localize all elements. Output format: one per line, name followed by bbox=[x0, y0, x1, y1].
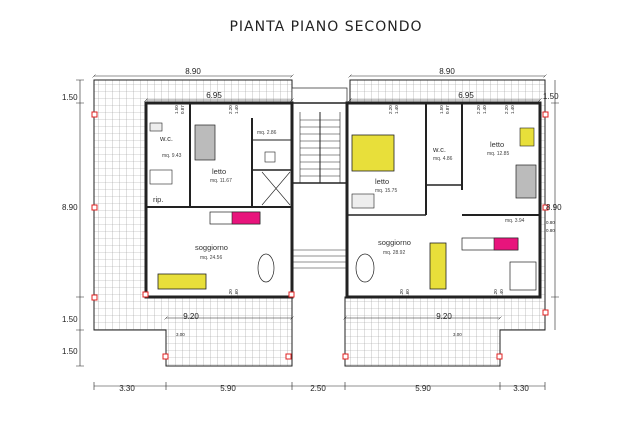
bed-left bbox=[194, 124, 216, 161]
svg-text:1.50: 1.50 bbox=[174, 105, 179, 114]
svg-text:2.20: 2.20 bbox=[493, 289, 498, 298]
sofa-right bbox=[429, 242, 447, 290]
dim-right-mid: 8.90 bbox=[546, 203, 562, 212]
plan-title: PIANTA PIANO SECONDO bbox=[229, 19, 422, 35]
svg-text:1.40: 1.40 bbox=[394, 105, 399, 114]
dim-inner-left: 6.95 bbox=[206, 91, 222, 100]
dimension-lines bbox=[76, 76, 559, 390]
area-wc-left: mq. 9.43 bbox=[162, 153, 182, 159]
dim-left-bottom-a: 1.50 bbox=[62, 315, 78, 324]
area-letto-right: mq. 12.85 bbox=[487, 151, 509, 157]
table-left bbox=[257, 253, 275, 283]
furniture-right bbox=[351, 127, 537, 291]
table-right bbox=[355, 253, 375, 283]
dim-terrace-right: 9.20 bbox=[436, 312, 452, 321]
svg-text:0.87: 0.87 bbox=[445, 105, 450, 114]
window-labels: 1.50 0.87 2.20 1.40 2.20 1.40 1.50 0.87 … bbox=[174, 105, 515, 298]
area-wc-right: mq. 4.86 bbox=[433, 156, 453, 162]
bathtub-left bbox=[149, 169, 173, 185]
dim-right-top: 1.50 bbox=[543, 92, 559, 101]
dim-top-left: 8.90 bbox=[185, 67, 201, 76]
dim-bottom-b: 5.90 bbox=[220, 384, 236, 393]
svg-text:1.40: 1.40 bbox=[482, 105, 487, 114]
dim-top-right: 8.90 bbox=[439, 67, 455, 76]
dim-bottom-d: 5.90 bbox=[415, 384, 431, 393]
dim-terrace-left: 9.20 bbox=[183, 312, 199, 321]
area-letto-main: mq. 15.75 bbox=[375, 188, 397, 194]
staircase bbox=[261, 112, 347, 269]
double-bed bbox=[351, 134, 395, 172]
svg-text:0.87: 0.87 bbox=[180, 105, 185, 114]
room-letto-left: letto bbox=[212, 167, 226, 176]
room-wc-right: w.c. bbox=[432, 145, 446, 154]
svg-text:1.40: 1.40 bbox=[510, 105, 515, 114]
area-soggiorno-left: mq. 24.56 bbox=[200, 255, 222, 261]
room-rip: rip. bbox=[153, 195, 163, 204]
area-small-right: mq. 3.94 bbox=[505, 218, 525, 224]
dim-left-bottom-b: 1.50 bbox=[62, 347, 78, 356]
svg-text:2.20: 2.20 bbox=[504, 105, 509, 114]
room-soggiorno-right: soggiorno bbox=[378, 238, 411, 247]
dim-left-top: 1.50 bbox=[62, 93, 78, 102]
dim-bottom-a: 3.30 bbox=[119, 384, 135, 393]
svg-text:2.20: 2.20 bbox=[399, 289, 404, 298]
svg-text:1.40: 1.40 bbox=[499, 289, 504, 298]
dim-inner-right: 6.95 bbox=[458, 91, 474, 100]
area-corridor-left: mq. 2.86 bbox=[257, 130, 277, 136]
dim-terrace-right-small: 3.00 bbox=[453, 332, 462, 337]
svg-text:1.40: 1.40 bbox=[234, 105, 239, 114]
window-markers bbox=[91, 111, 549, 360]
sofa-left bbox=[157, 273, 207, 290]
dim-right-small-b: 0.80 bbox=[546, 228, 555, 233]
room-letto-right: letto bbox=[490, 140, 504, 149]
svg-text:2.20: 2.20 bbox=[476, 105, 481, 114]
dim-left-mid: 8.90 bbox=[62, 203, 78, 212]
svg-text:2.20: 2.20 bbox=[228, 289, 233, 298]
svg-text:2.20: 2.20 bbox=[228, 105, 233, 114]
room-soggiorno-left: soggiorno bbox=[195, 243, 228, 252]
furniture-left bbox=[149, 122, 276, 290]
room-wc-left: w.c. bbox=[159, 134, 173, 143]
area-soggiorno-right: mq. 28.92 bbox=[383, 250, 405, 256]
svg-text:1.50: 1.50 bbox=[439, 105, 444, 114]
dim-bottom-c: 2.50 bbox=[310, 384, 326, 393]
svg-text:1.60: 1.60 bbox=[234, 289, 239, 298]
dim-bottom-e: 3.30 bbox=[513, 384, 529, 393]
area-letto-left: mq. 11.67 bbox=[210, 178, 232, 184]
svg-text:2.20: 2.20 bbox=[388, 105, 393, 114]
dim-right-small-a: 0.80 bbox=[546, 220, 555, 225]
dim-terrace-left-small: 3.00 bbox=[176, 332, 185, 337]
room-letto-main: letto bbox=[375, 177, 389, 186]
svg-text:1.60: 1.60 bbox=[405, 289, 410, 298]
bed-right bbox=[515, 164, 537, 199]
